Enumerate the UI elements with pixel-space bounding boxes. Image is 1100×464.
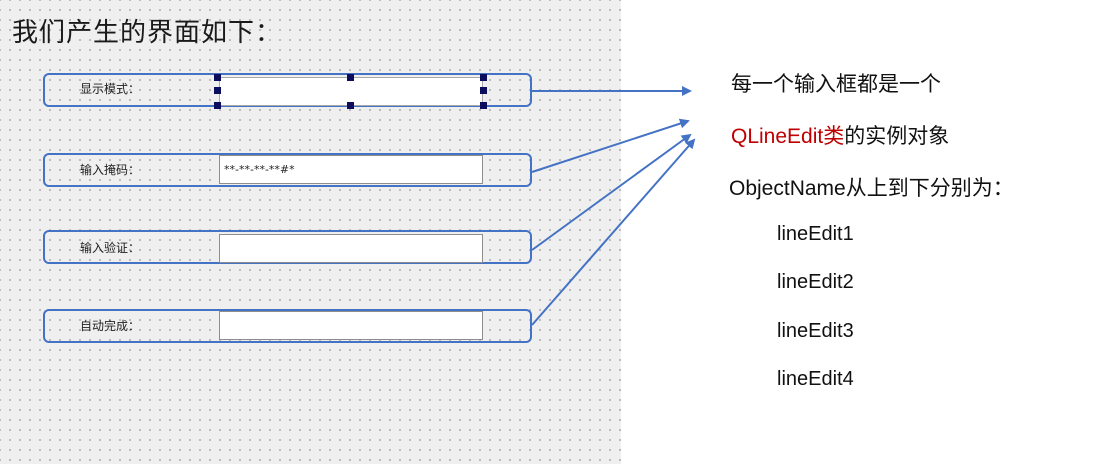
- line-edit-3[interactable]: [219, 234, 483, 263]
- resize-handle-bottom-middle[interactable]: [347, 102, 354, 109]
- resize-handle-top-middle[interactable]: [347, 74, 354, 81]
- row-frame-2: [43, 153, 532, 187]
- label-auto-complete: 自动完成：: [80, 319, 141, 333]
- line-edit-4[interactable]: [219, 311, 483, 340]
- label-input-validation: 输入验证：: [80, 241, 141, 255]
- resize-handle-bottom-left[interactable]: [214, 102, 221, 109]
- object-name-2: lineEdit2: [777, 271, 854, 293]
- annotation-line-1: 每一个输入框都是一个: [731, 73, 941, 96]
- object-name-1: lineEdit1: [777, 223, 854, 245]
- class-name-highlight: QLineEdit类: [731, 125, 845, 148]
- annotation-line-3: ObjectName从上到下分别为：: [729, 177, 1014, 200]
- label-display-mode: 显示模式：: [80, 82, 141, 96]
- resize-handle-middle-left[interactable]: [214, 87, 221, 94]
- row-frame-1: [43, 73, 532, 107]
- row-frame-3: [43, 230, 532, 264]
- resize-handle-bottom-right[interactable]: [480, 102, 487, 109]
- annotation-line-2-rest: 的实例对象: [844, 125, 950, 148]
- annotation-line-2: QLineEdit类的实例对象: [731, 120, 949, 150]
- object-name-3: lineEdit3: [777, 320, 854, 342]
- resize-handle-middle-right[interactable]: [480, 87, 487, 94]
- line-edit-2[interactable]: [219, 155, 483, 184]
- object-name-4: lineEdit4: [777, 368, 854, 390]
- resize-handle-top-right[interactable]: [480, 74, 487, 81]
- label-input-mask: 输入掩码：: [80, 163, 141, 177]
- row-frame-4: [43, 309, 532, 343]
- resize-handle-top-left[interactable]: [214, 74, 221, 81]
- page-title: 我们产生的界面如下：: [12, 18, 283, 48]
